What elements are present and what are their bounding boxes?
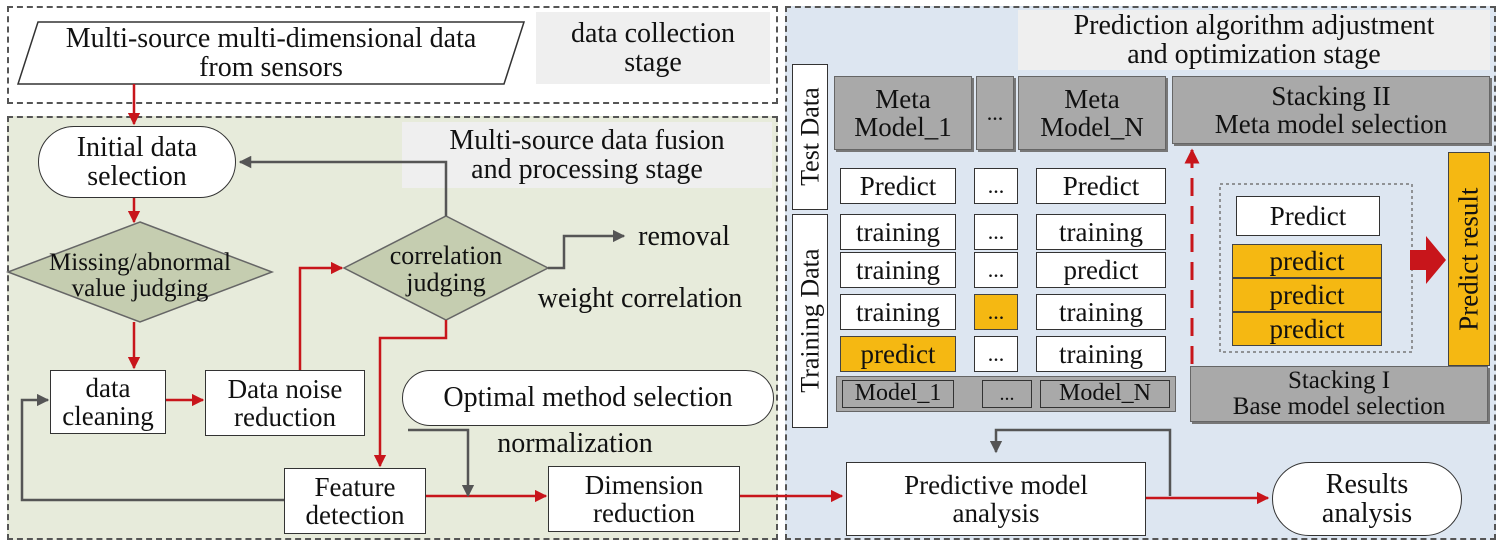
training-data-label: Training Data	[792, 214, 828, 428]
col1-row4-predict: predict	[840, 336, 956, 372]
stage-label-collection: data collection stage	[536, 12, 770, 84]
dots-row4: ...	[974, 336, 1018, 372]
arrow-correlation-to-removal	[548, 229, 626, 270]
col1-row3-training: training	[840, 294, 956, 330]
dots-row2: ...	[974, 252, 1018, 288]
meta-model-n: Meta Model_N	[1018, 76, 1166, 150]
feature-detection-box: Feature detection	[284, 468, 426, 534]
missing-diamond	[5, 221, 275, 323]
data-noise-box: Data noise reduction	[205, 370, 365, 436]
final-predict-2: predict	[1232, 278, 1382, 312]
predictive-model-analysis: Predictive model analysis	[846, 462, 1146, 536]
base-model-n: Model_N	[1040, 380, 1170, 408]
coln-row4-training: training	[1036, 336, 1166, 372]
initial-data-selection: Initial data selection	[38, 126, 236, 198]
predict-result-text: Predict result	[1453, 187, 1484, 331]
data-cleaning-box: data cleaning	[50, 370, 166, 434]
results-analysis: Results analysis	[1272, 462, 1462, 536]
removal-label: removal	[638, 221, 730, 253]
stacking-ii-box: Stacking II Meta model selection	[1172, 76, 1490, 144]
arrow-feature-to-cleaning	[20, 393, 284, 502]
stage-label-prediction: Prediction algorithm adjustment and opti…	[1018, 10, 1490, 70]
predict-result-box: Predict result	[1448, 152, 1490, 366]
stage-label-fusion: Multi-source data fusion and processing …	[402, 122, 772, 188]
predict-box-n: Predict	[1036, 168, 1166, 204]
arrow-correlation-to-feature	[373, 320, 448, 468]
coln-row2-predict: predict	[1036, 252, 1166, 288]
arrow-correlation-to-initial	[238, 155, 448, 216]
collection-region	[7, 6, 778, 104]
optimal-method-selection: Optimal method selection	[402, 370, 774, 426]
final-predict-box: Predict	[1236, 196, 1380, 236]
col1-row1-training: training	[840, 214, 956, 250]
predict-dots: ...	[974, 168, 1018, 204]
coln-row1-training: training	[1036, 214, 1166, 250]
base-dots: ...	[982, 380, 1032, 408]
sensor-data-label: Multi-source multi-dimensional data from…	[65, 22, 477, 83]
coln-row3-training: training	[1036, 294, 1166, 330]
dots-row3: ...	[974, 294, 1018, 330]
stacking-i-box: Stacking I Base model selection	[1190, 366, 1488, 422]
arrow-optimal-to-normalization	[408, 428, 475, 498]
col1-row2-training: training	[840, 252, 956, 288]
sensor-parallelogram	[16, 21, 526, 85]
training-data-text: Training Data	[795, 248, 825, 394]
dots-row1: ...	[974, 214, 1018, 250]
weight-correlation-label: weight correlation	[537, 283, 743, 315]
predict-box-1: Predict	[840, 168, 956, 204]
missing-value-label: Missing/abnormal value judging	[49, 248, 231, 302]
final-predict-1: predict	[1232, 244, 1382, 278]
dimension-reduction-box: Dimension reduction	[548, 466, 740, 532]
normalization-label: normalization	[497, 428, 653, 460]
meta-model-1: Meta Model_1	[834, 76, 972, 150]
test-data-text: Test Data	[795, 87, 825, 187]
base-model-1: Model_1	[842, 380, 954, 408]
block-arrow-to-result	[1410, 236, 1446, 284]
final-predict-3: predict	[1232, 312, 1382, 346]
meta-dots: ...	[976, 76, 1014, 150]
correlation-label: correlation judging	[389, 240, 503, 297]
arrow-noise-to-correlation	[298, 261, 344, 370]
arrow-predictive-to-stacking	[989, 428, 1172, 496]
test-data-label: Test Data	[792, 64, 828, 210]
